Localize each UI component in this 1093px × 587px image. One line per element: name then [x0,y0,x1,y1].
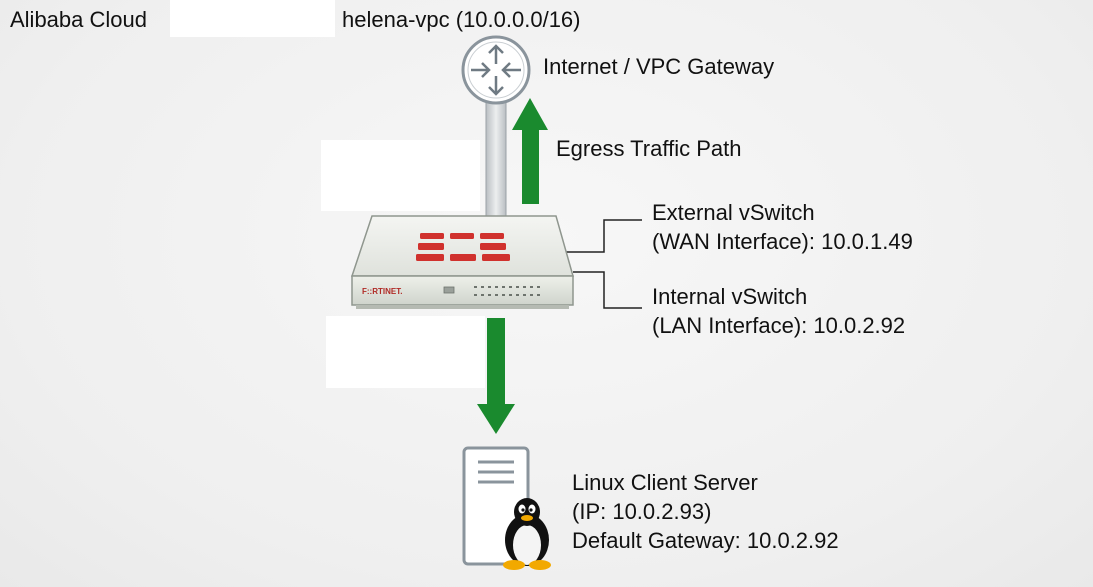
lan-arrow-down [477,318,515,434]
wan-leader-line [566,219,642,253]
tux-penguin-icon [503,498,551,570]
cloud-provider-label: Alibaba Cloud [10,7,147,32]
vpc-label: helena-vpc (10.0.0.0/16) [342,7,581,32]
redaction-box [321,140,480,211]
internal-vswitch-lan-ip: (LAN Interface): 10.0.2.92 [652,313,906,338]
fortinet-logo-icon [416,233,510,261]
uplink-connector [485,97,507,221]
redaction-box [170,0,335,37]
external-vswitch-name: External vSwitch [652,200,815,225]
client-server-ip: (IP: 10.0.2.93) [572,499,712,524]
internal-vswitch-name: Internal vSwitch [652,284,808,309]
router-icon [461,35,531,105]
client-default-gateway: Default Gateway: 10.0.2.92 [572,528,839,553]
fortinet-brand-text: F::RTINET. [362,287,402,296]
external-vswitch-wan-ip: (WAN Interface): 10.0.1.49 [652,229,913,254]
egress-arrow-up [512,98,548,204]
client-server-name: Linux Client Server [572,470,758,495]
gateway-label: Internet / VPC Gateway [543,54,775,79]
egress-path-label: Egress Traffic Path [556,136,742,161]
redaction-box [326,316,485,388]
lan-leader-line [573,271,642,309]
fortigate-device: F::RTINET. [350,215,574,309]
